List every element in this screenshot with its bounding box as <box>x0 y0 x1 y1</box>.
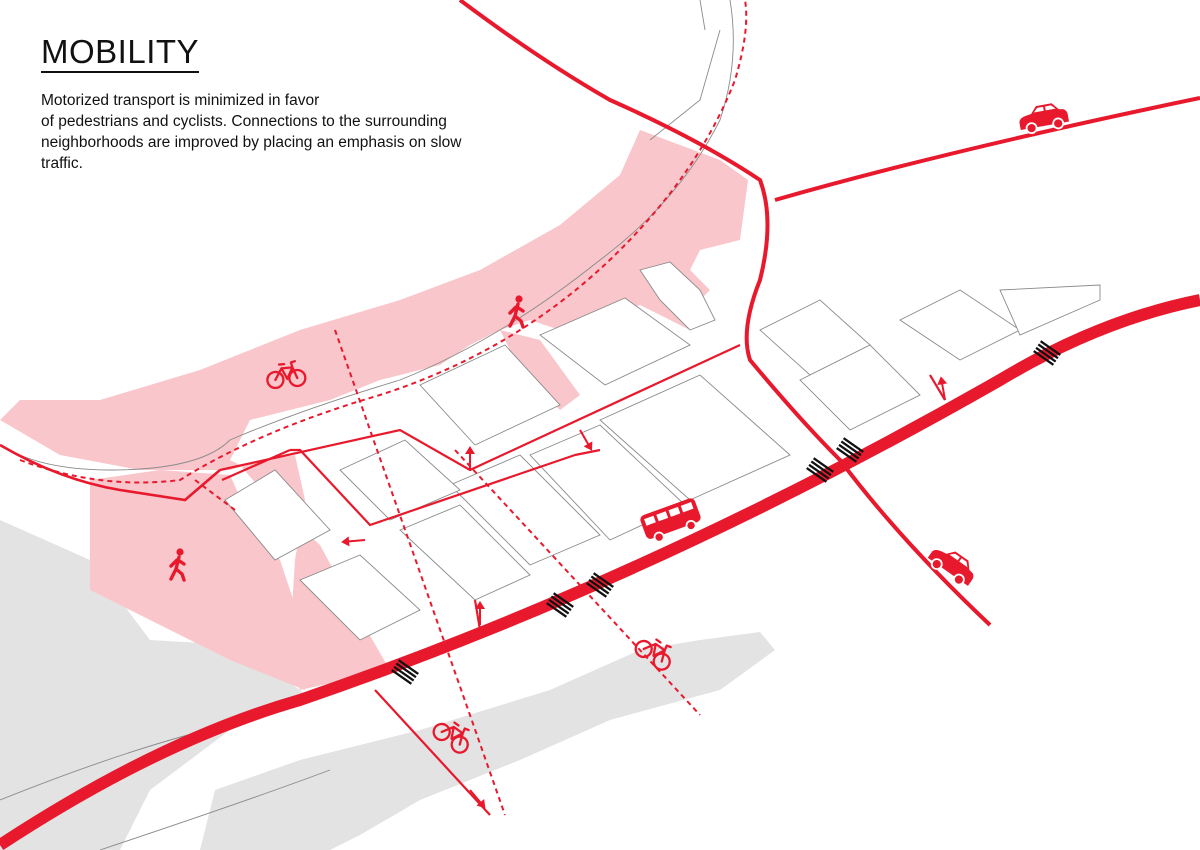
page-title: MOBILITY <box>41 34 200 73</box>
description-line: Motorized transport is minimized in favo… <box>41 92 320 109</box>
bike-routes <box>19 0 748 816</box>
context-ground <box>0 520 775 850</box>
description-line: of pedestrians and cyclists. Connections… <box>41 113 447 130</box>
car-icon <box>923 539 981 591</box>
building-blocks <box>224 261 1101 641</box>
description-line: traffic. <box>41 155 83 172</box>
description-line: neighborhoods are improved by placing an… <box>41 134 462 151</box>
description: Motorized transport is minimized in favo… <box>41 90 541 174</box>
